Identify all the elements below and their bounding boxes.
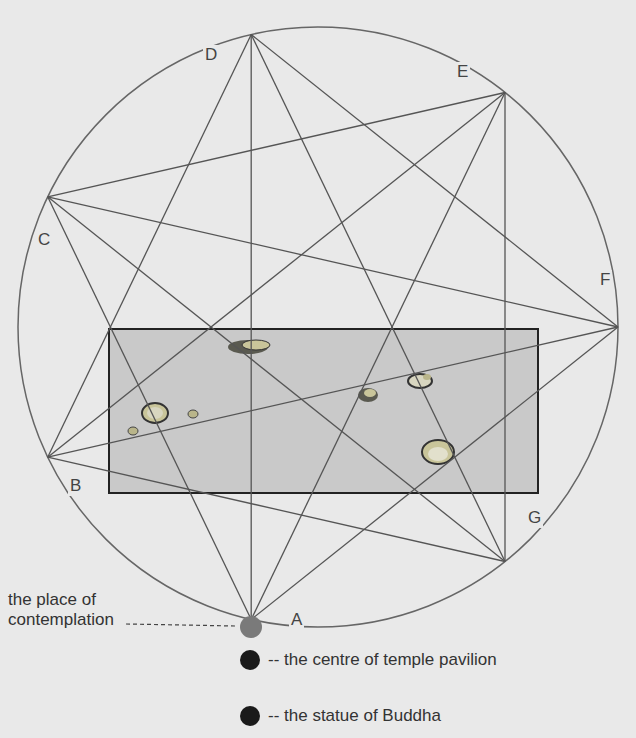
point-label: E: [455, 62, 470, 82]
point-label: B: [68, 476, 83, 496]
point-label: G: [526, 508, 543, 528]
point-label: D: [203, 45, 219, 65]
leader-line: [126, 624, 236, 626]
heptagram-lines: [48, 35, 618, 620]
contemplation-point: [240, 616, 262, 638]
point-label: C: [36, 230, 52, 250]
point-label: A: [289, 610, 304, 630]
legend-text: -- the centre of temple pavilion: [268, 650, 497, 670]
point-label: F: [598, 270, 612, 290]
legend-text: -- the statue of Buddha: [268, 706, 441, 726]
legend-dot: [240, 706, 260, 726]
boundary-circle: [18, 27, 618, 627]
place-label: the place of contemplation: [8, 590, 158, 630]
legend-dot: [240, 650, 260, 670]
